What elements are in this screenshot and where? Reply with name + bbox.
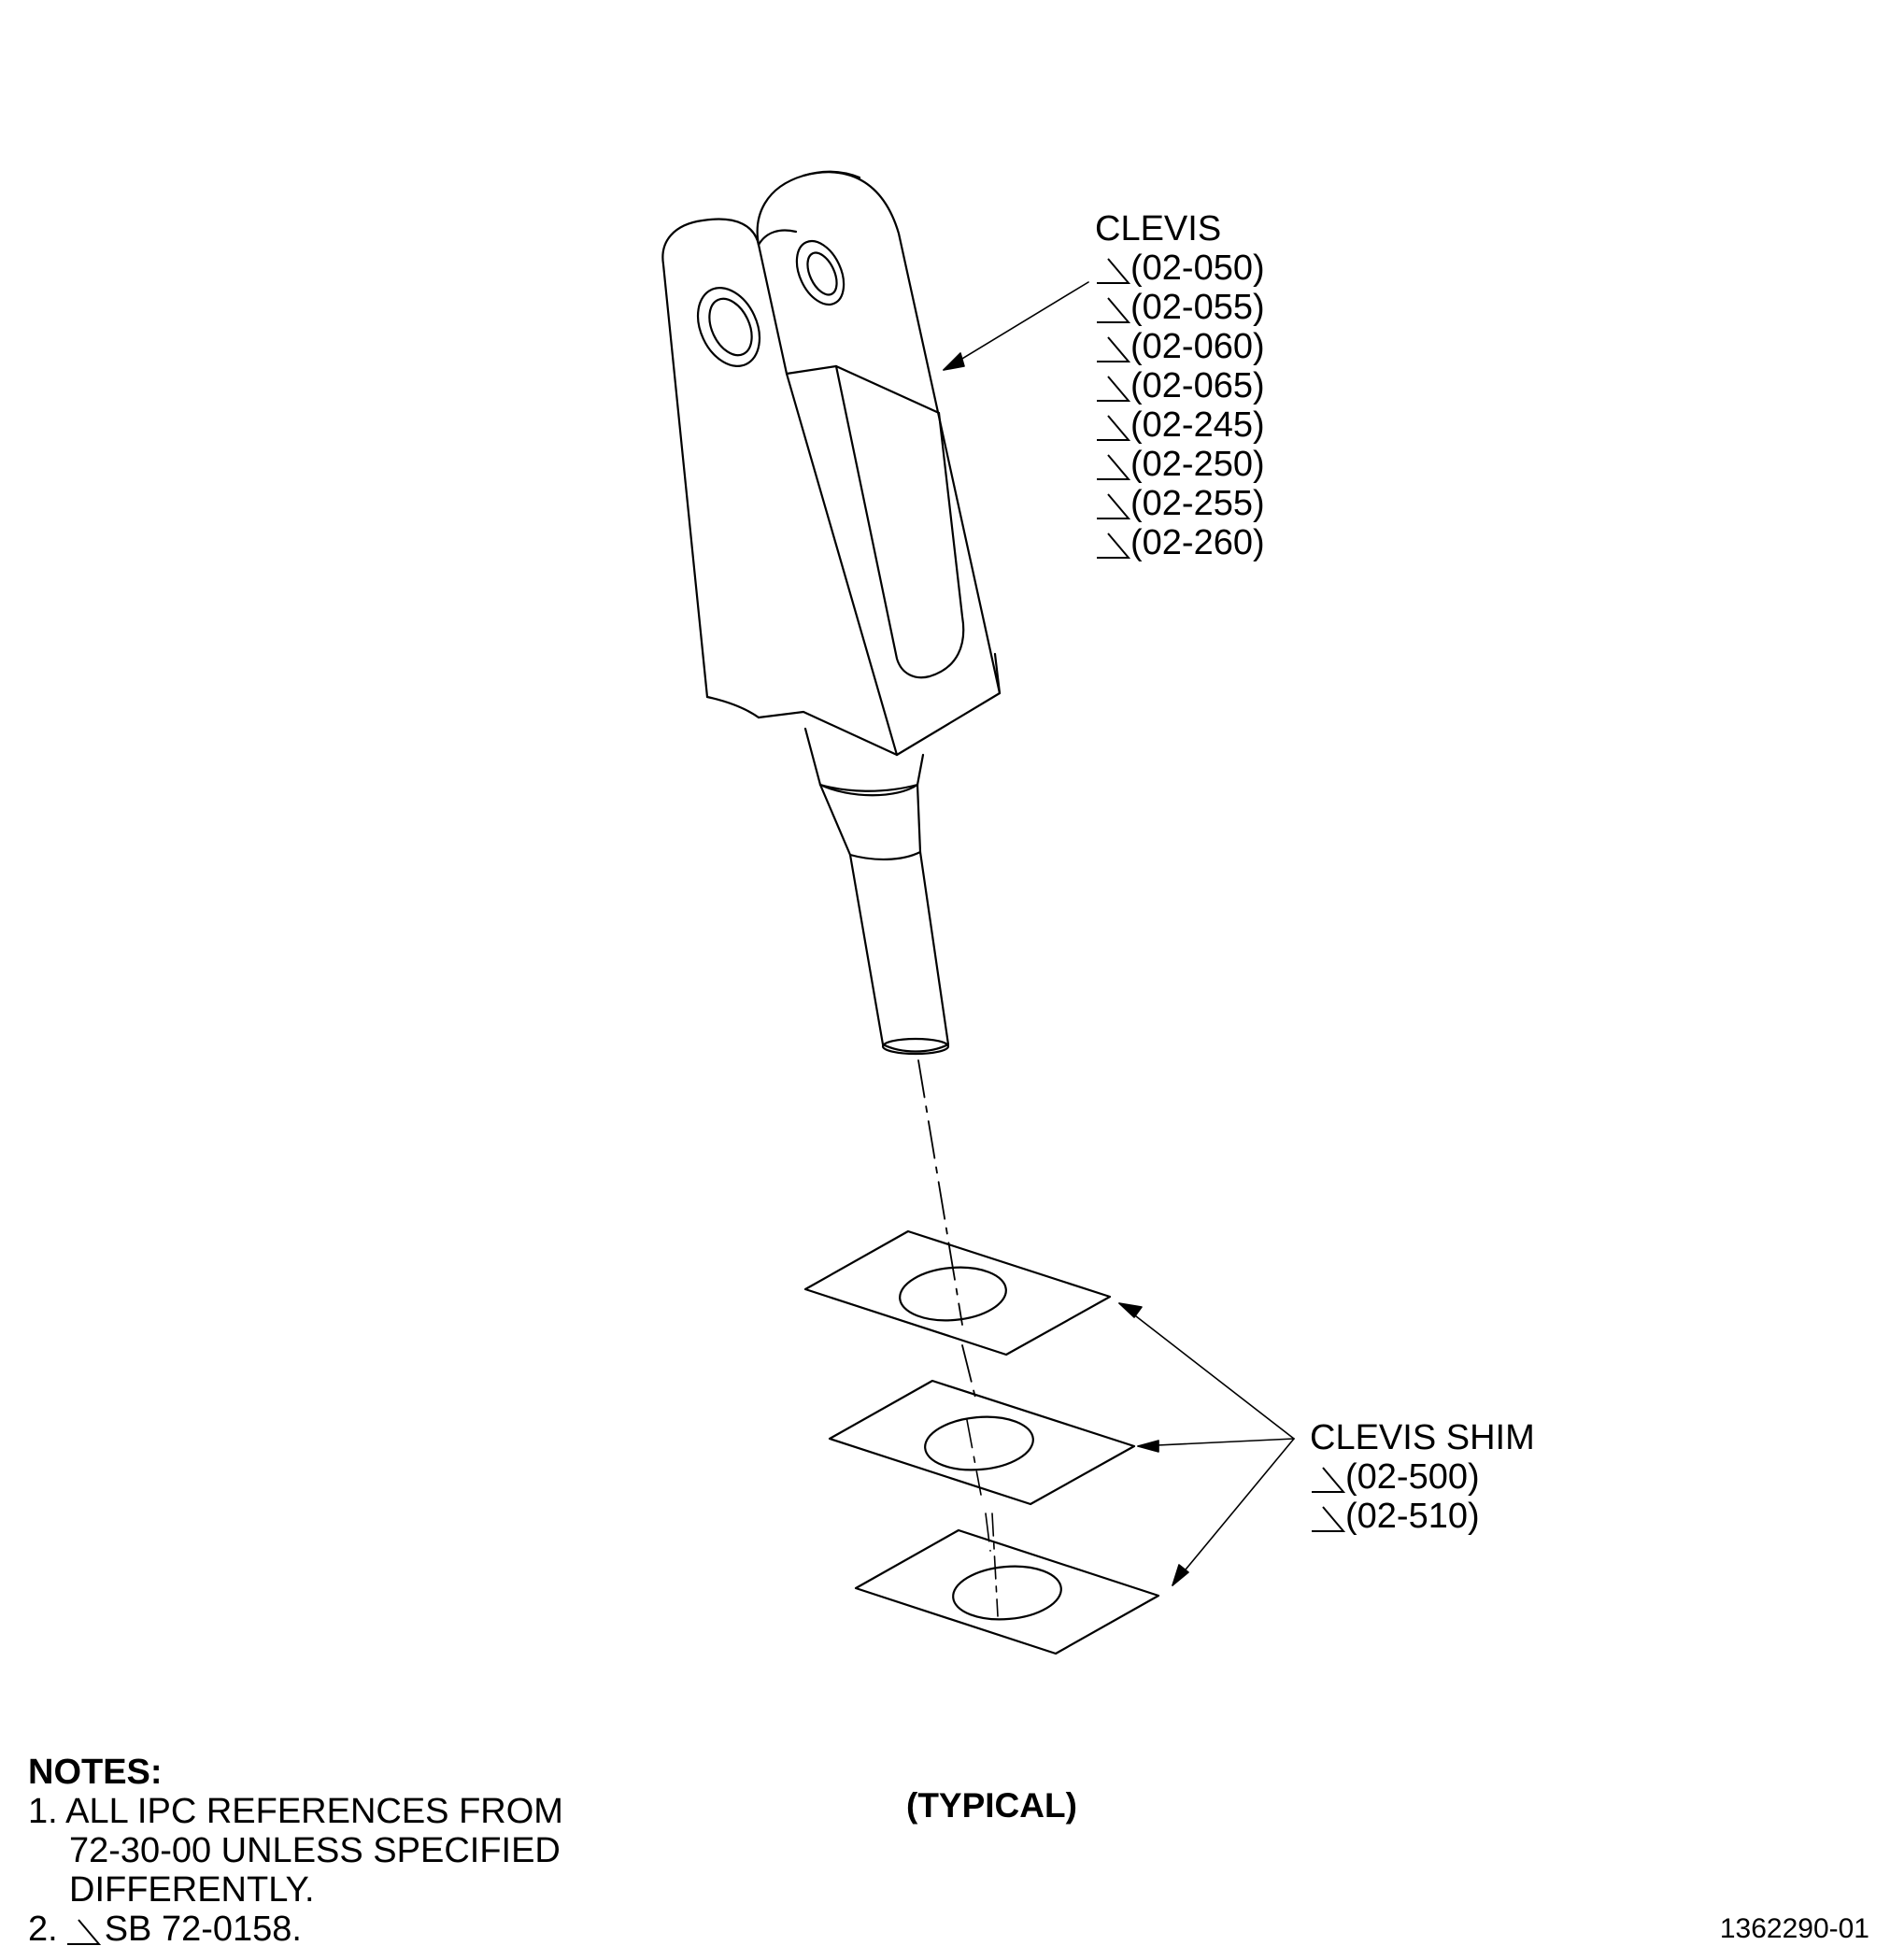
notes-block: NOTES: 1. ALL IPC REFERENCES FROM 72-30-… [28, 1753, 563, 1949]
clevis-ref: (02-250) [1095, 445, 1265, 484]
sb-flag-icon [1097, 258, 1130, 284]
clevis-shim-callout: CLEVIS SHIM (02-500) (02-510) [1310, 1418, 1535, 1536]
rear-ear-hole [795, 239, 846, 306]
sb-flag-icon [66, 1919, 101, 1945]
leader-lines [943, 281, 1295, 1586]
note-1-line-2: 72-30-00 UNLESS SPECIFIED [69, 1831, 561, 1870]
front-ear-hole [696, 287, 761, 367]
clevis-shim-ref: (02-500) [1310, 1457, 1535, 1497]
shim-3 [854, 1528, 1160, 1655]
clevis-ref: (02-060) [1095, 327, 1265, 366]
sb-flag-icon [1097, 493, 1130, 519]
shim-2 [828, 1379, 1136, 1506]
sb-flag-icon [1097, 336, 1130, 362]
clevis-label: CLEVIS [1095, 209, 1222, 249]
note-2-number: 2. [28, 1910, 58, 1949]
clevis-ref: (02-050) [1095, 249, 1265, 288]
note-2: 2. SB 72-0158. [28, 1910, 563, 1949]
clevis-ref: (02-055) [1095, 288, 1265, 327]
clevis-ref: (02-255) [1095, 484, 1265, 523]
note-2-text: SB 72-0158. [104, 1910, 302, 1949]
note-1-line-1: 1. ALL IPC REFERENCES FROM [28, 1792, 563, 1831]
figure-number: 1362290-01 [1719, 1913, 1869, 1944]
sb-flag-icon [1097, 415, 1130, 441]
note-1-line-3: DIFFERENTLY. [69, 1870, 315, 1910]
clevis-part [661, 170, 1002, 1056]
clevis-ref: (02-065) [1095, 366, 1265, 405]
shim-1 [803, 1229, 1112, 1356]
sb-flag-icon [1312, 1506, 1345, 1532]
sb-flag-icon [1097, 454, 1130, 480]
clevis-shims [803, 1229, 1160, 1655]
sb-flag-icon [1312, 1467, 1345, 1493]
clevis-shim-label: CLEVIS SHIM [1310, 1418, 1535, 1457]
notes-header: NOTES: [28, 1753, 163, 1792]
clevis-ref: (02-260) [1095, 523, 1265, 562]
sb-flag-icon [1097, 376, 1130, 402]
clevis-shim-ref: (02-510) [1310, 1497, 1535, 1536]
clevis-callout: CLEVIS (02-050) (02-055) (02-060) (02-06… [1095, 209, 1265, 562]
typical-view-label: (TYPICAL) [906, 1786, 1077, 1825]
clevis-ref: (02-245) [1095, 405, 1265, 445]
sb-flag-icon [1097, 533, 1130, 559]
sb-flag-icon [1097, 297, 1130, 323]
centerline [917, 1059, 977, 1402]
